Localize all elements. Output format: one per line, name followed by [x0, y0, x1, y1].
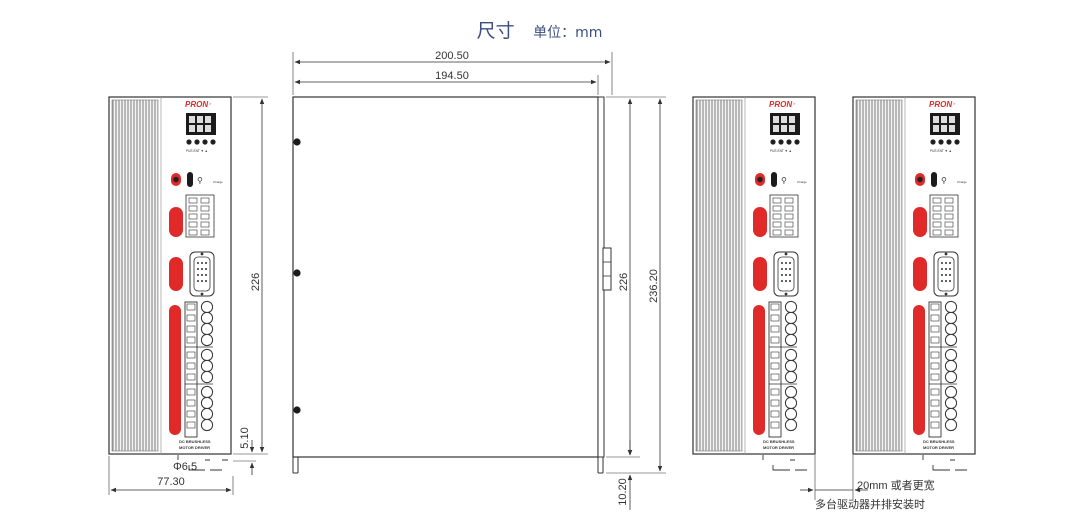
front-view-main — [108, 96, 232, 455]
side-view — [292, 96, 612, 474]
dim-height-226: 226 — [250, 273, 262, 291]
dim-depth-194: 194.50 — [435, 70, 469, 82]
front-view-left — [692, 96, 816, 455]
mounting-slot — [177, 455, 228, 471]
dim-bottom-offset: 10.20 — [617, 478, 629, 506]
drawing-title: 尺寸 单位：mm — [0, 16, 1079, 43]
title-main: 尺寸 — [476, 20, 515, 42]
title-unit: 单位：mm — [533, 25, 603, 41]
dim-mount-offset: 5.10 — [239, 427, 251, 448]
dim-height-226-side: 226 — [618, 273, 630, 291]
dim-height-236: 236.20 — [648, 269, 660, 303]
spacing-note-1: 20mm 或者更宽 — [857, 478, 935, 492]
dim-front-width: 77.30 — [157, 476, 185, 488]
spacing-note-2: 多台驱动器并排安装时 — [815, 497, 925, 511]
dim-depth-200: 200.50 — [435, 50, 469, 62]
dim-hole-diameter: Φ6.5 — [173, 461, 197, 473]
front-view-right — [852, 96, 976, 455]
